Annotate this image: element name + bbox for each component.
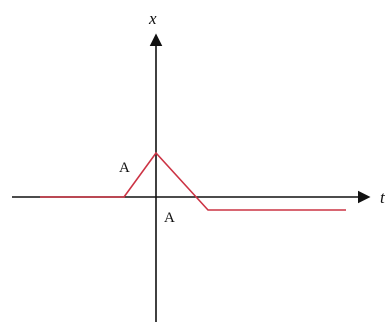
horizontal-axis-label: t — [380, 188, 386, 207]
vertical-axis-label: x — [148, 9, 157, 28]
peak-label: A — [119, 160, 130, 176]
waveform-line — [40, 151, 346, 211]
crossing-label: A — [164, 210, 175, 226]
